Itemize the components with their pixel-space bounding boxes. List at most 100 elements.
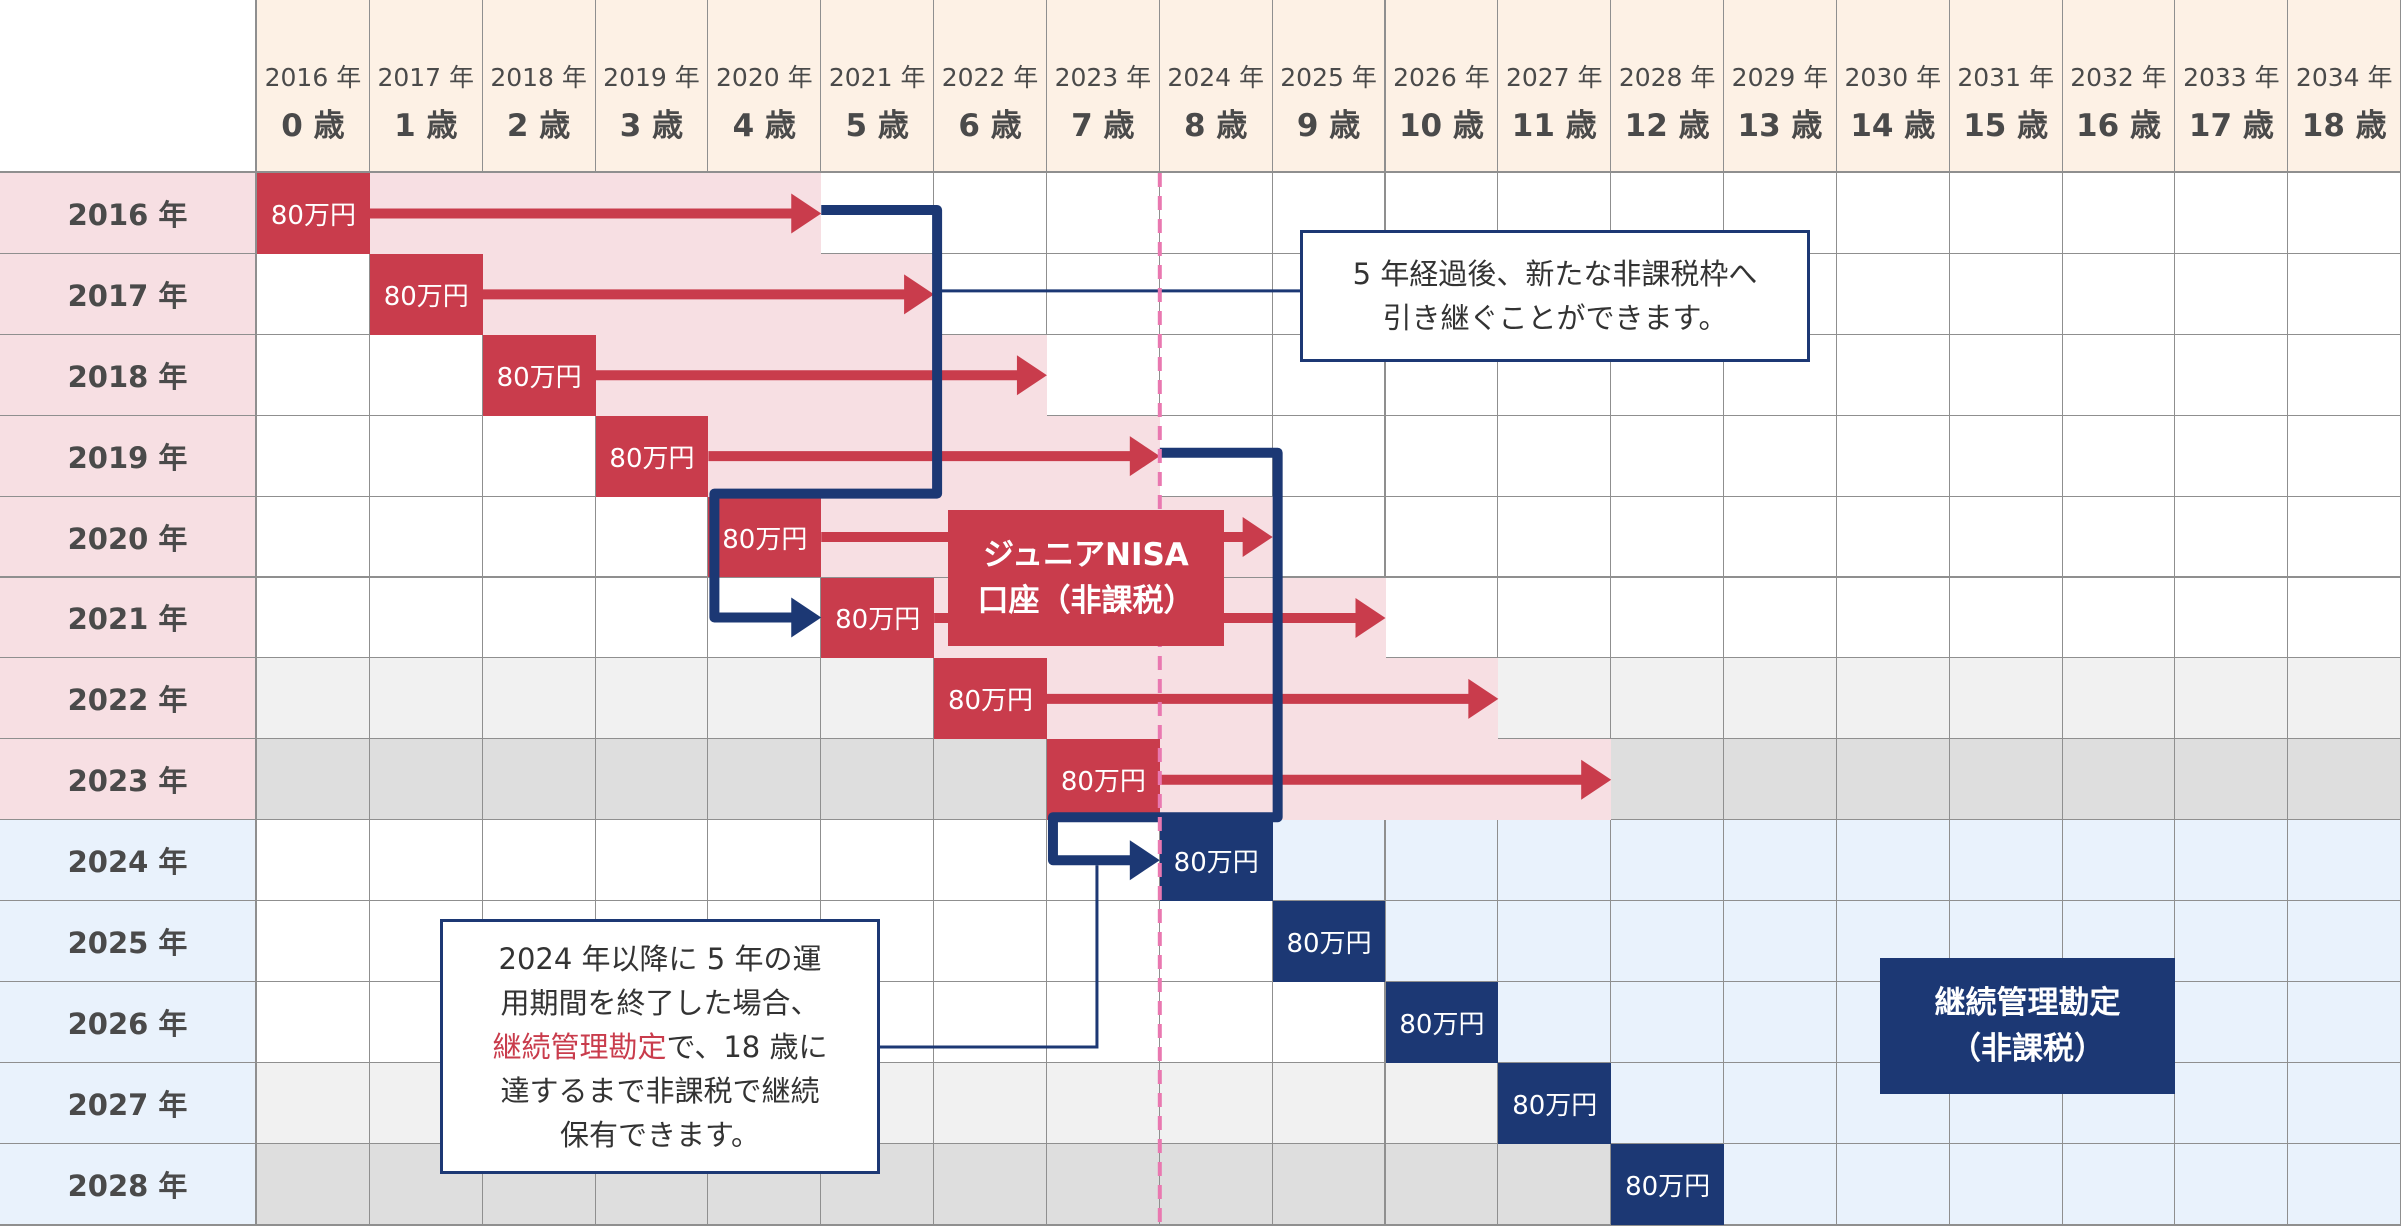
column-age: 0 歳 (281, 108, 345, 144)
grid-cell (2175, 901, 2290, 983)
continuous-callout-connector (880, 865, 1099, 1049)
junior-nisa-account-label: ジュニアNISA 口座（非課税） (948, 510, 1224, 646)
investment-box-2025: 80万円 (1272, 901, 1386, 982)
grid-cell (1385, 820, 1500, 903)
investment-box-2020: 80万円 (708, 496, 822, 578)
grid-cell (1949, 820, 2064, 903)
grid-cell (1159, 1143, 1274, 1226)
continuous-callout-line5: 保有できます。 (559, 1117, 761, 1152)
column-age: 5 歳 (845, 108, 909, 144)
grid-cell (2175, 1143, 2290, 1226)
grid-cell (1385, 496, 1500, 579)
grid-cell (2288, 820, 2401, 903)
rollover-callout-line2: 引き継ぐことができます。 (1382, 301, 1728, 335)
grid-cell (1836, 658, 1951, 741)
grid-cell (1046, 253, 1161, 336)
grid-cell (2175, 982, 2290, 1064)
grid-cell (2288, 334, 2401, 417)
grid-cell (2288, 901, 2401, 983)
rollover-callout: 5 年経過後、新たな非課税枠へ 引き継ぐことができます。 (1300, 230, 1810, 362)
continuous-callout-line3: 継続管理勘定で、18 歳に (493, 1025, 828, 1069)
column-header-2028: 2028 年 12 歳 (1611, 0, 1726, 173)
grid-cell (482, 820, 597, 903)
grid-cell (1836, 253, 1951, 336)
grid-cell (1272, 496, 1387, 579)
grid-cell (934, 1062, 1048, 1145)
holding-arrow-head (904, 274, 935, 315)
investment-box-2021: 80万円 (821, 577, 935, 659)
column-year: 2024 年 (1167, 63, 1264, 92)
column-age: 12 歳 (1624, 108, 1710, 144)
grid-cell (1611, 496, 1726, 579)
column-year: 2028 年 (1618, 63, 1716, 92)
grid-cell (1836, 496, 1951, 579)
row-label-2019: 2019 年 (0, 415, 257, 498)
column-age: 1 歳 (394, 108, 458, 144)
grid-cell (2062, 253, 2177, 336)
column-age: 2 歳 (506, 108, 571, 144)
grid-cell (1046, 1143, 1161, 1226)
holding-arrow-head (1355, 597, 1386, 638)
column-age: 17 歳 (2188, 108, 2274, 144)
grid-cell (257, 820, 371, 903)
grid-cell (1385, 577, 1500, 660)
continuous-label-line2: （非課税） (1950, 1031, 2105, 1067)
grid-cell (1159, 173, 1274, 255)
grid-cell (1385, 415, 1500, 498)
column-year: 2019 年 (603, 63, 700, 92)
grid-cell (369, 820, 484, 903)
grid-cell (1611, 658, 1726, 741)
grid-cell (1385, 1062, 1500, 1145)
grid-cell (595, 658, 710, 741)
grid-cell (1498, 658, 1613, 741)
grid-cell (934, 739, 1048, 822)
grid-cell (2288, 1062, 2401, 1145)
grid-cell (1159, 1062, 1274, 1145)
grid-cell (2175, 577, 2290, 660)
grid-cell (1724, 496, 1838, 579)
holding-arrow-head (1016, 355, 1047, 396)
grid-cell (2175, 1062, 2290, 1145)
column-header-2023: 2023 年 7 歳 (1046, 0, 1161, 173)
grid-cell (1836, 820, 1951, 903)
column-year: 2030 年 (1844, 63, 1942, 92)
row-label-2022: 2022 年 (0, 658, 257, 741)
investment-box-2028: 80万円 (1611, 1143, 1725, 1225)
row-label-2017: 2017 年 (0, 253, 257, 336)
junior-nisa-label-line1: ジュニアNISA (983, 537, 1189, 573)
grid-cell (1724, 658, 1838, 741)
continuous-callout-line4: 達するまで非課税で継続 (500, 1073, 820, 1108)
grid-cell (1159, 901, 1274, 983)
grid-cell (1611, 901, 1726, 983)
column-year: 2026 年 (1393, 63, 1490, 92)
grid-cell (257, 415, 371, 498)
grid-cell (257, 658, 371, 741)
column-age: 7 歳 (1071, 108, 1135, 144)
grid-cell (2288, 173, 2401, 255)
row-label-2020: 2020 年 (0, 496, 257, 579)
grid-cell (2288, 253, 2401, 336)
grid-cell (2175, 496, 2290, 579)
column-year: 2034 年 (2295, 63, 2393, 92)
investment-box-2024: 80万円 (1159, 820, 1273, 902)
column-age: 8 歳 (1184, 108, 1248, 144)
grid-cell (595, 820, 710, 903)
continuous-callout-highlight: 継続管理勘定 (492, 1029, 667, 1064)
grid-cell (1046, 901, 1161, 983)
column-age: 6 歳 (958, 108, 1022, 144)
column-age: 9 歳 (1296, 108, 1361, 144)
continuous-management-label: 継続管理勘定 （非課税） (1880, 958, 2175, 1094)
grid-cell (482, 496, 597, 579)
grid-cell (1836, 415, 1951, 498)
grid-cell (1498, 496, 1613, 579)
column-year: 2023 年 (1054, 63, 1152, 92)
column-year: 2020 年 (716, 63, 813, 92)
investment-box-2018: 80万円 (482, 334, 596, 416)
grid-cell (2062, 658, 2177, 741)
